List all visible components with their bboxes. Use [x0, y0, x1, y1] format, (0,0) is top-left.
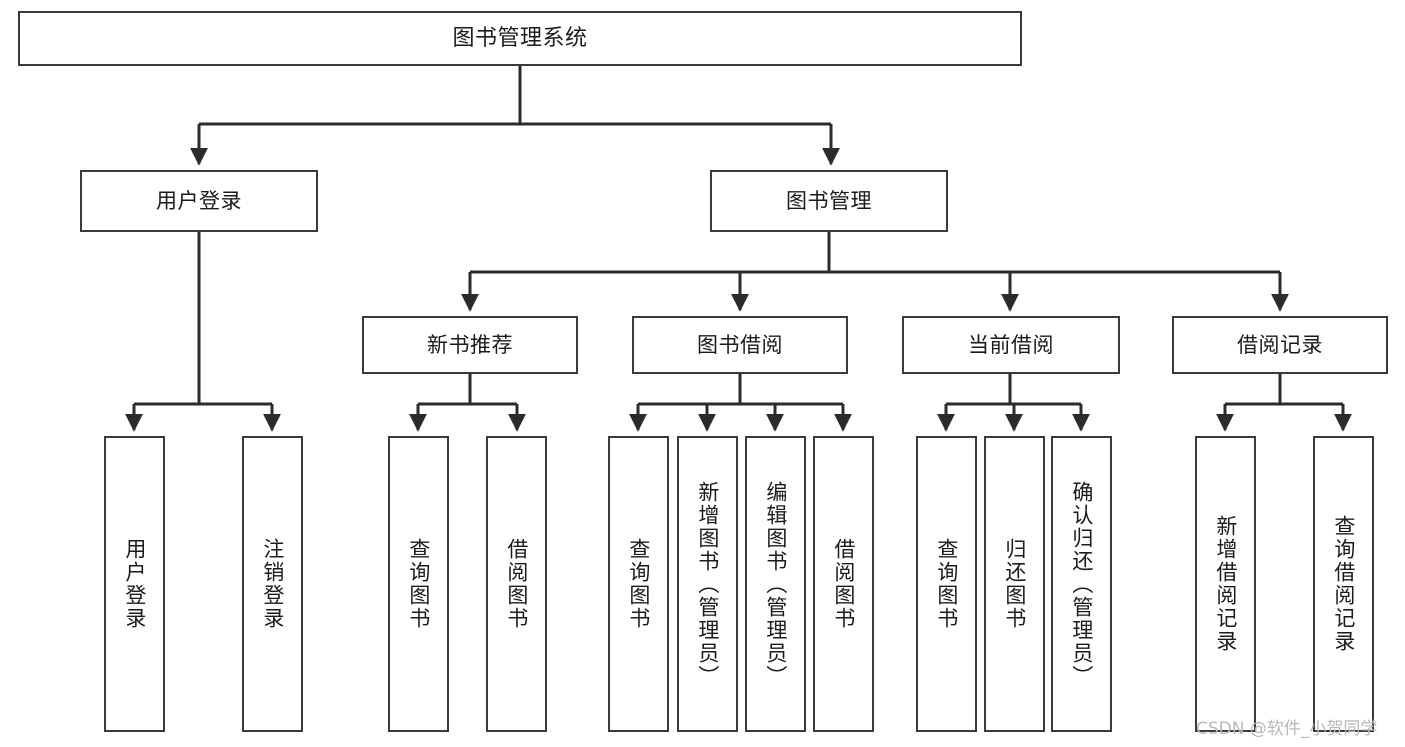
node-book-manage[interactable]: 图书管理 — [710, 170, 948, 232]
node-leaf-query-book-current[interactable]: 查询图书 — [916, 436, 977, 732]
node-label: 新书推荐 — [427, 332, 513, 357]
node-user-login[interactable]: 用户登录 — [80, 170, 318, 232]
node-label: 图书管理 — [786, 188, 872, 213]
node-label: 借阅图书 — [831, 538, 856, 630]
node-leaf-confirm-return[interactable]: 确认归还（管理员） — [1051, 436, 1112, 732]
node-label: 查询图书 — [406, 538, 431, 630]
node-leaf-user-login[interactable]: 用户登录 — [104, 436, 165, 732]
node-leaf-query-book-borrow[interactable]: 查询图书 — [608, 436, 669, 732]
node-root-system[interactable]: 图书管理系统 — [18, 11, 1022, 66]
node-label: 当前借阅 — [968, 332, 1054, 357]
node-label: 编辑图书（管理员） — [763, 480, 788, 688]
node-leaf-edit-book[interactable]: 编辑图书（管理员） — [745, 436, 806, 732]
node-label: 借阅记录 — [1237, 332, 1323, 357]
node-label: 用户登录 — [156, 188, 242, 213]
node-current-borrow[interactable]: 当前借阅 — [902, 316, 1120, 374]
node-label: 注销登录 — [260, 538, 285, 630]
node-label: 新增借阅记录 — [1213, 515, 1238, 653]
node-label: 归还图书 — [1002, 538, 1027, 630]
node-label: 借阅图书 — [504, 538, 529, 630]
node-label: 图书管理系统 — [452, 25, 588, 51]
node-label: 查询图书 — [934, 538, 959, 630]
node-label: 查询借阅记录 — [1331, 515, 1356, 653]
node-new-book-recommend[interactable]: 新书推荐 — [362, 316, 578, 374]
node-label: 查询图书 — [626, 538, 651, 630]
node-leaf-add-borrow-record[interactable]: 新增借阅记录 — [1195, 436, 1256, 732]
node-leaf-query-book-recommend[interactable]: 查询图书 — [388, 436, 449, 732]
node-label: 用户登录 — [122, 538, 147, 630]
node-leaf-query-borrow-record[interactable]: 查询借阅记录 — [1313, 436, 1374, 732]
node-leaf-add-book[interactable]: 新增图书（管理员） — [677, 436, 738, 732]
node-label: 确认归还（管理员） — [1069, 480, 1094, 688]
node-borrow-record[interactable]: 借阅记录 — [1172, 316, 1388, 374]
node-leaf-user-logout[interactable]: 注销登录 — [242, 436, 303, 732]
node-leaf-return-book[interactable]: 归还图书 — [984, 436, 1045, 732]
watermark-text: CSDN @软件_小贺同学 — [1196, 719, 1378, 739]
node-leaf-borrow-book-recommend[interactable]: 借阅图书 — [486, 436, 547, 732]
node-label: 新增图书（管理员） — [695, 480, 720, 688]
node-leaf-borrow-book[interactable]: 借阅图书 — [813, 436, 874, 732]
node-label: 图书借阅 — [697, 332, 783, 357]
node-book-borrow[interactable]: 图书借阅 — [632, 316, 848, 374]
